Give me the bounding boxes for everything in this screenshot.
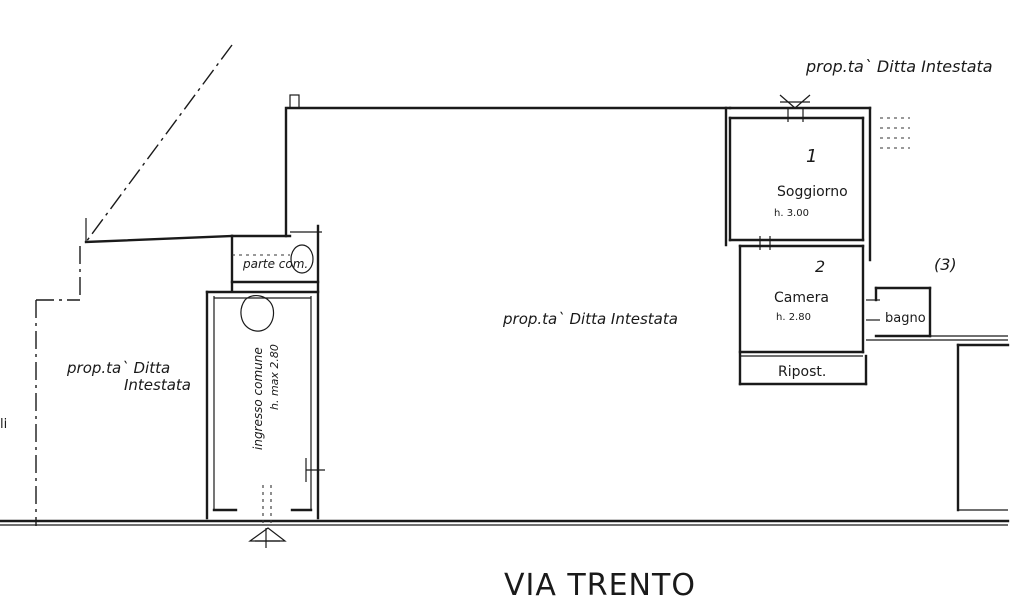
camera-room (738, 236, 865, 386)
room-mark-3: (3) (934, 255, 957, 274)
owner-label-left-2: Intestata (124, 376, 191, 394)
entrance-arrow-icon (248, 527, 287, 548)
left-property-boundary (35, 299, 80, 526)
owner-label-top-right: prop.ta` Ditta Intestata (805, 57, 993, 76)
soggiorno-height-label: h. 3.00 (774, 208, 809, 219)
parte-comune-room (230, 224, 322, 292)
diagonal-boundary (79, 44, 234, 300)
ripostiglio-room (738, 354, 868, 386)
soggiorno-room (724, 94, 910, 262)
parte-comune-label: parte com. (242, 257, 308, 271)
room-mark-2: 2 (815, 257, 825, 276)
bagno-room (866, 286, 1008, 341)
ingresso-height-label: h. max 2.80 (268, 344, 281, 410)
street-line (0, 519, 1010, 526)
street-name: VIA TRENTO (504, 568, 696, 603)
ingresso-label: ingresso comune (251, 347, 265, 450)
camera-height-label: h. 2.80 (776, 312, 811, 323)
soggiorno-label: Soggiorno (777, 184, 848, 200)
bagno-label: bagno (885, 311, 926, 326)
right-building-edge (956, 343, 1010, 512)
owner-label-left-1: prop.ta` Ditta (66, 359, 170, 377)
camera-label: Camera (774, 290, 829, 306)
edge-fragment-label: li (0, 417, 7, 432)
ripostiglio-label: Ripost. (778, 364, 826, 380)
owner-label-center: prop.ta` Ditta Intestata (502, 310, 678, 328)
room-mark-1: 1 (806, 146, 817, 167)
ingresso-corridor (205, 290, 325, 525)
central-property-outline (230, 94, 732, 238)
